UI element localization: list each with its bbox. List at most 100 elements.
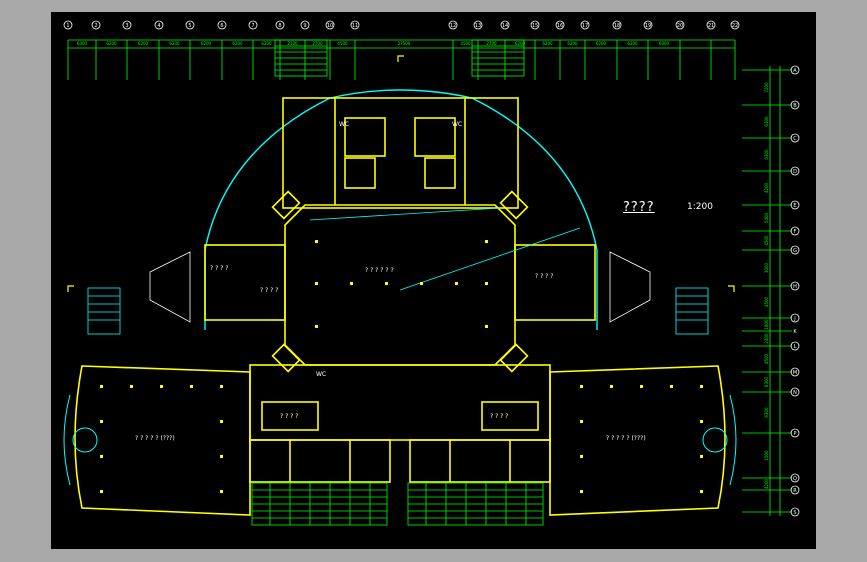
right-axis-label: K [793,329,797,335]
top-axis-label: 5 [188,23,191,29]
right-wing [549,365,726,516]
right-axis-label: J [793,316,795,322]
top-dimension: 2100 [287,41,298,46]
column-grid [100,240,703,493]
right-axis-label: D [793,169,797,175]
room-label: ? ? ? ? [280,413,298,420]
right-axis-label: R [793,488,797,494]
lower-corridor [249,364,551,483]
right-axis-label: B [793,103,797,109]
top-axis [67,39,736,80]
right-dimension: 4500 [764,235,769,246]
corner-markers [67,55,735,292]
top-dimension: 6200 [138,41,149,46]
right-wing-label: ? ? ? ? ? (???) [606,435,646,442]
drawing-scale: 1:200 [687,202,713,212]
right-axis-label: M [793,370,797,376]
right-dimension: 7200 [764,82,769,93]
right-axis-bubbles [790,65,800,517]
top-dimension: 2700 [486,41,497,46]
top-axis-label: 9 [303,23,306,29]
room-label: ? ? ? ? [210,265,228,272]
top-axis-label: 7 [251,23,254,29]
top-stairs [274,39,525,77]
right-axis-label: P [793,431,796,437]
top-axis-label: 14 [502,23,508,29]
wc-label: WC [339,121,349,128]
top-dimension: 6200 [261,41,272,46]
floor-plan-drawing: ? ? ? ? ? ? ? ? ? ? ? (???) ? ? ? ? ? (?… [63,20,800,526]
drawing-title: ???? [623,200,655,215]
top-axis-label: 21 [708,23,714,29]
right-dimension: 6300 [764,376,769,387]
top-dimension: 6000 [77,41,88,46]
hall-label: ? ? ? ? ? ? [365,267,394,274]
cad-viewport[interactable]: ? ? ? ? ? ? ? ? ? ? ? (???) ? ? ? ? ? (?… [51,12,816,549]
top-axis-label: 20 [677,23,683,29]
top-dimension: 6200 [106,41,117,46]
right-dimension: 6300 [764,149,769,160]
top-dimension: 6200 [232,41,243,46]
top-dimension: 6200 [627,41,638,46]
plan-labels: ? ? ? ? ? ? ? ? ? ? ? (???) ? ? ? ? ? (?… [135,121,646,442]
room-label: ? ? ? ? [490,413,508,420]
top-dimension: 6200 [567,41,578,46]
top-axis-label: 16 [557,23,563,29]
top-axis-bubbles [63,20,740,30]
left-wing [74,365,251,516]
top-dimension: 6000 [659,41,670,46]
right-axis-label: A [793,68,797,74]
top-axis-label: 2 [94,23,97,29]
top-dimension: 2700 [312,41,323,46]
right-dimension: 4200 [764,478,769,489]
top-dimension: 6200 [169,41,180,46]
top-axis-label: 8 [278,23,281,29]
right-axis-label: Q [793,476,797,482]
top-axis-label: 6 [220,23,223,29]
top-axis-label: 13 [475,23,481,29]
right-dimension: 6300 [764,116,769,127]
building-outline [204,89,598,330]
right-axis-label: N [793,390,797,396]
right-dimension: 4500 [764,353,769,364]
top-dimension: 4500 [460,41,471,46]
wc-label: WC [452,121,462,128]
entrance-plaza [251,482,544,526]
room-label: ? ? ? ? [260,287,278,294]
top-dimension: 4500 [337,41,348,46]
wing-entries [63,394,737,486]
top-dimension: 6200 [542,41,553,46]
room-label: ? ? ? ? [535,273,553,280]
top-axis-label: 12 [450,23,456,29]
top-axis-label: 3 [125,23,128,29]
top-axis-label: 10 [327,23,333,29]
top-dimension: 6200 [515,41,526,46]
top-dimension: 27500 [398,41,411,46]
right-dimension: 1800 [764,319,769,330]
top-axis-label: 18 [614,23,620,29]
right-axis-label: L [794,344,797,350]
right-axis-label: E [793,203,796,209]
top-axis-label: 11 [352,23,358,29]
right-axis-label: F [794,229,797,235]
right-dimension: 5400 [764,212,769,223]
top-dimension: 6200 [201,41,212,46]
right-axis-label: G [793,248,797,254]
right-axis-label: H [793,284,797,290]
atrium-leaders [309,207,581,291]
right-dimension: 4200 [764,182,769,193]
top-axis-label: 4 [157,23,160,29]
top-axis-label: 1 [66,23,69,29]
left-wing-label: ? ? ? ? ? (???) [135,435,175,442]
top-axis-label: 15 [532,23,538,29]
top-axis-label: 22 [732,23,738,29]
core-walls [204,97,596,321]
right-axis-label: C [793,136,797,142]
side-stairs [87,287,709,335]
right-axis [742,66,792,516]
top-axis-label: 19 [645,23,651,29]
right-dimension: 1500 [764,450,769,461]
side-wedges [149,251,651,323]
right-dimension: 3000 [764,262,769,273]
wc-label: WC [316,371,326,378]
